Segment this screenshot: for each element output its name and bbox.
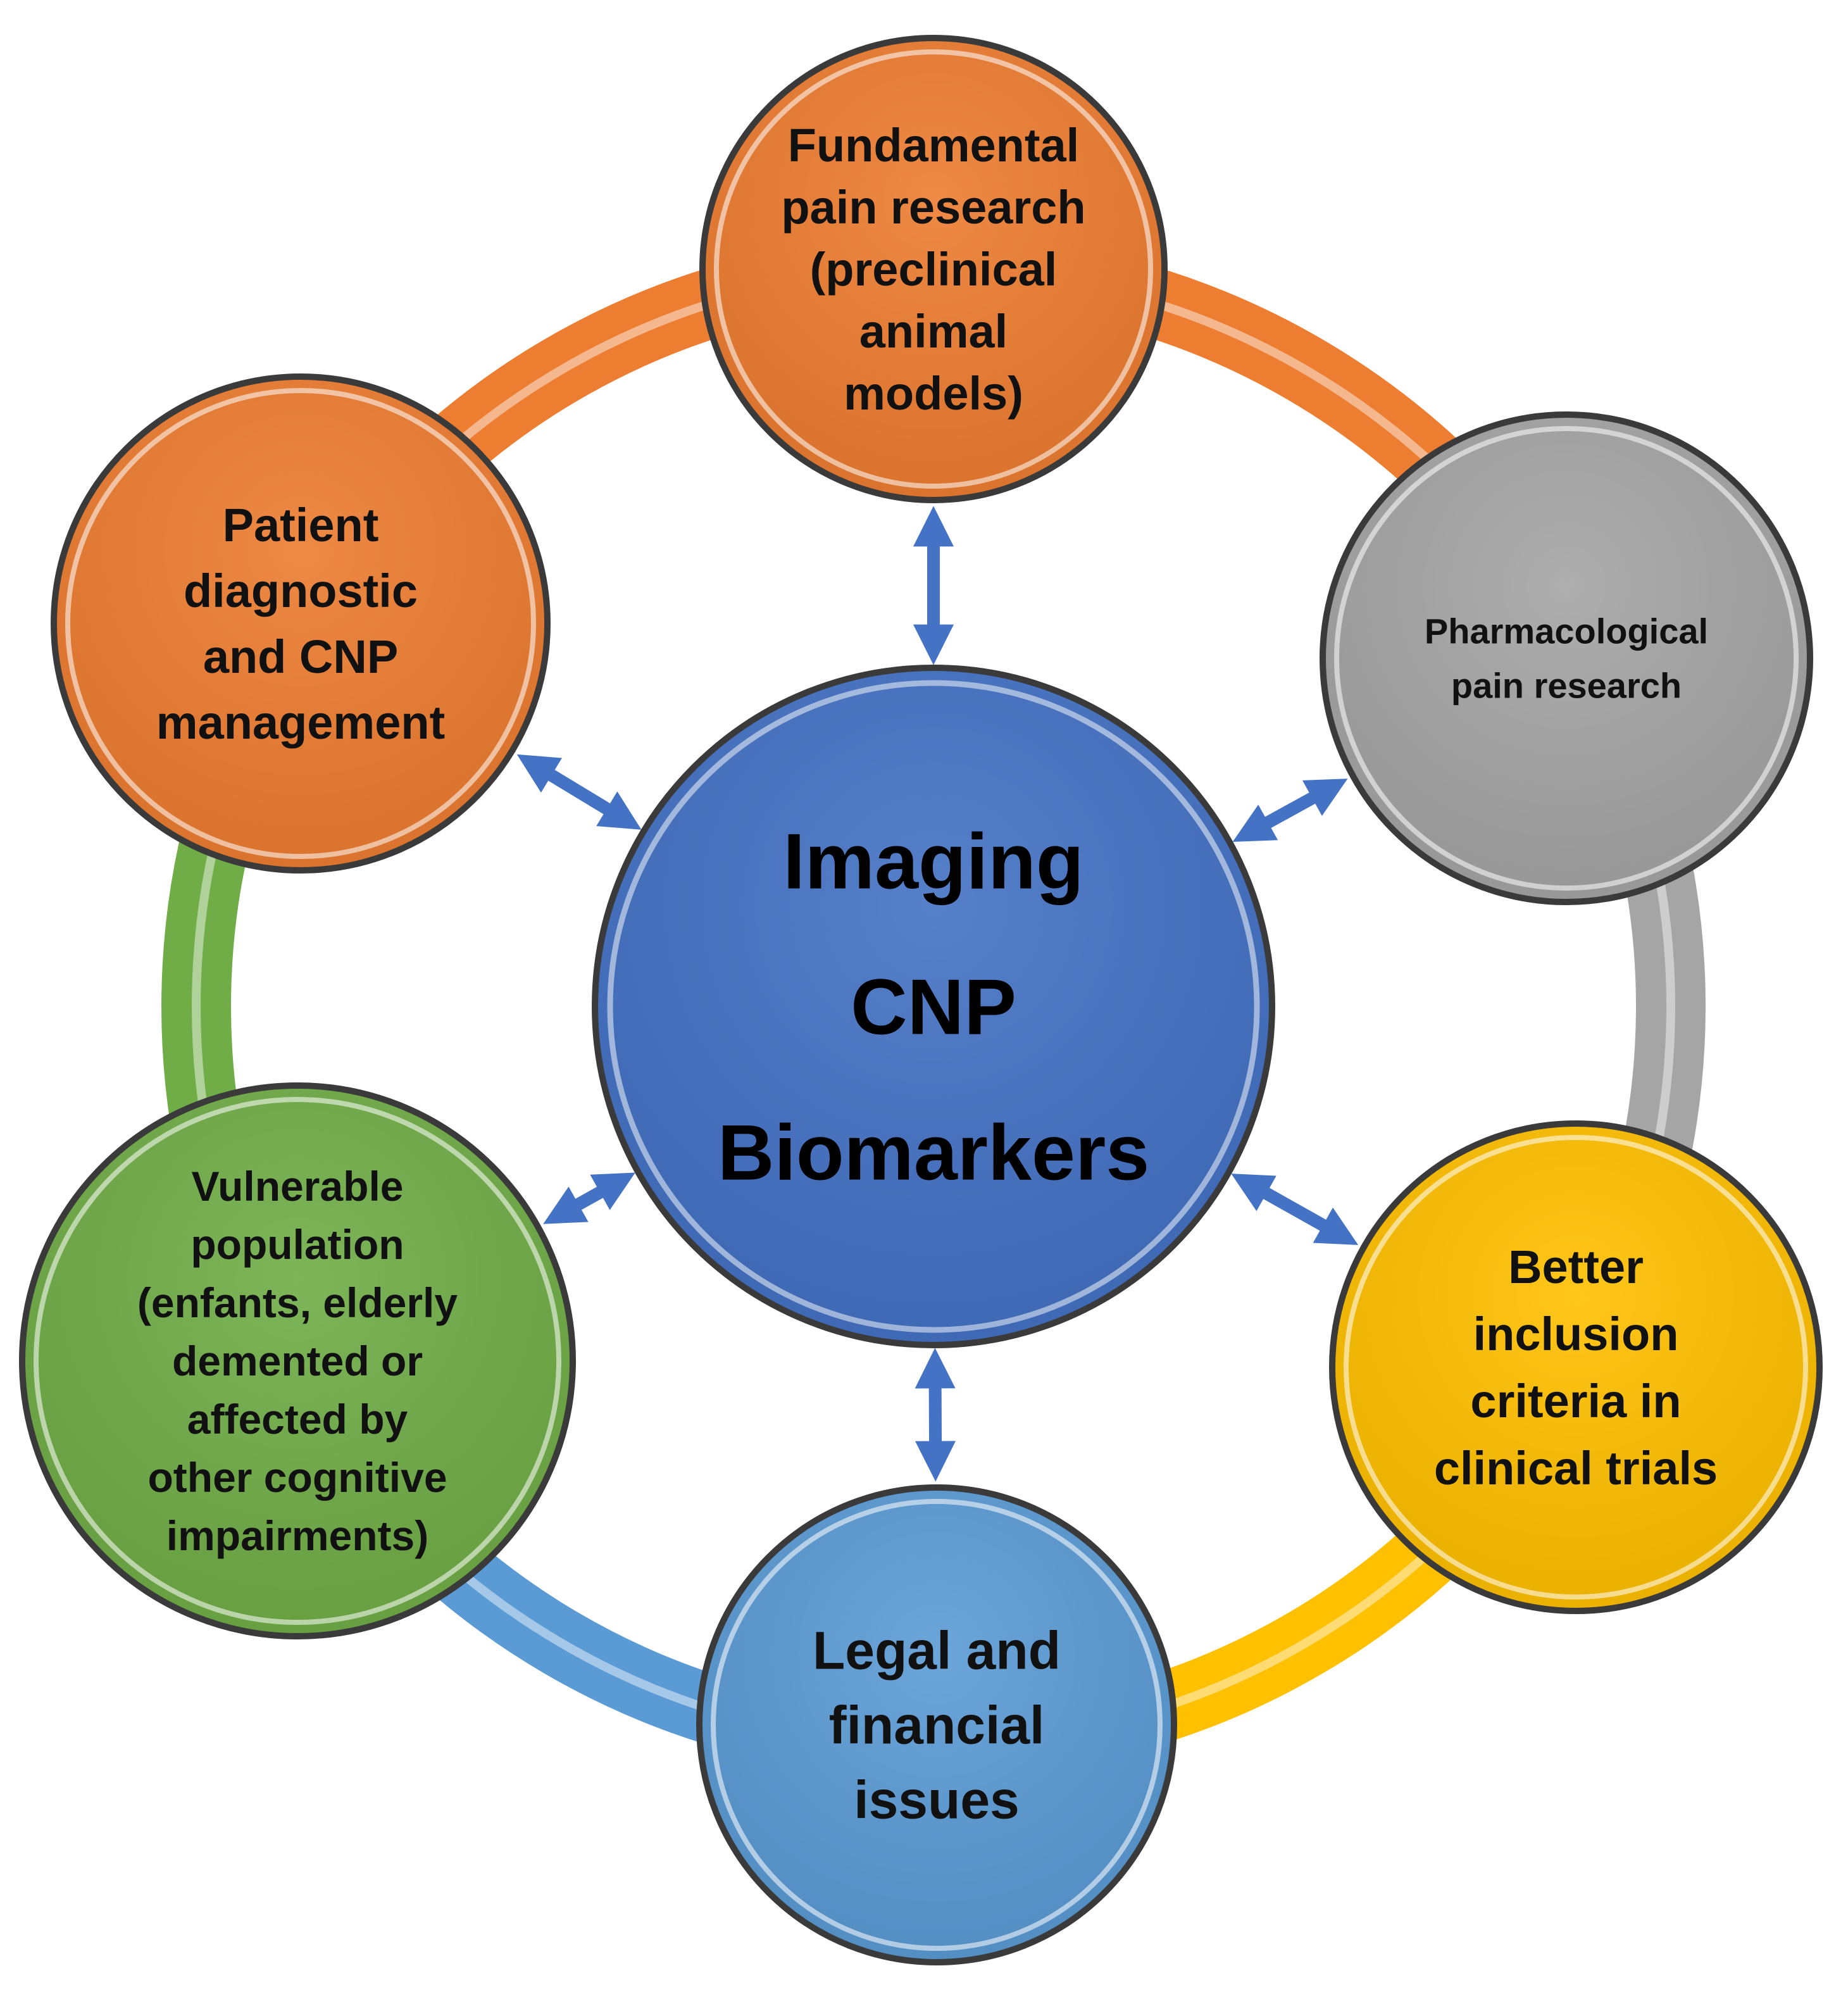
node-label-line: animal <box>859 305 1008 358</box>
node-inner-rim <box>34 1097 561 1625</box>
node-sheen <box>25 1089 570 1633</box>
node-inner-rim <box>714 49 1153 489</box>
center-label-line: CNP <box>851 963 1016 1051</box>
node-label-line: (enfants, elderly <box>137 1279 458 1326</box>
node-label-line: and CNP <box>203 630 398 683</box>
node-label-line: Patient <box>223 499 379 551</box>
node-inner-rim <box>1334 426 1799 891</box>
node-pharmacological: Pharmacological pain research <box>1320 411 1813 905</box>
node-label-line: demented or <box>172 1337 423 1384</box>
node-inner-rim <box>1344 1135 1808 1600</box>
node-sheen <box>706 41 1161 497</box>
node-sheen <box>702 1491 1171 1959</box>
node-sheen <box>57 380 544 867</box>
node-vulnerable: Vulnerable population (enfants, elderly dem… <box>19 1082 576 1639</box>
arrow-inclusion <box>1231 1174 1359 1245</box>
node-label-line: inclusion <box>1473 1308 1679 1360</box>
node-sheen <box>1335 1127 1816 1608</box>
node-label-line: other cognitive <box>147 1454 447 1501</box>
node-label-line: impairments) <box>166 1512 428 1559</box>
center-label-line: Biomarkers <box>718 1109 1149 1196</box>
outer-nodes: Fundamental pain research (preclinical anim… <box>19 35 1823 1965</box>
node-legal: Legal and financial issues <box>696 1484 1177 1965</box>
arrow-pharmacological <box>1232 779 1348 843</box>
node-fundamental: Fundamental pain research (preclinical anim… <box>699 35 1168 503</box>
node-label-line: population <box>190 1221 404 1268</box>
node-label-line: affected by <box>187 1396 408 1443</box>
node-inner-rim <box>65 388 536 859</box>
node-label-line: Vulnerable <box>192 1163 404 1210</box>
node-label-line: management <box>156 696 445 749</box>
node-sheen <box>1326 418 1807 899</box>
node-label-line: issues <box>854 1770 1020 1829</box>
node-patient: Patient diagnostic and CNP management <box>51 373 551 874</box>
connector-arrows <box>516 506 1359 1482</box>
node-label-line: models) <box>844 367 1023 420</box>
node-label-line: (preclinical <box>810 243 1058 296</box>
node-label-line: financial <box>829 1695 1045 1755</box>
center-inner-rim <box>607 680 1260 1333</box>
node-label-line: criteria in <box>1470 1375 1681 1427</box>
node-label-line: diagnostic <box>184 565 418 617</box>
node-label-line: clinical trials <box>1434 1442 1718 1494</box>
center-sheen <box>598 671 1269 1342</box>
arrow-patient <box>516 754 642 830</box>
node-inclusion: Better inclusion criteria in clinical trial… <box>1329 1120 1823 1614</box>
node-label-line: pain research <box>781 181 1085 234</box>
node-label-line: Better <box>1508 1241 1644 1293</box>
center-label-line: Imaging <box>783 818 1083 905</box>
node-label-line: pain research <box>1451 666 1682 706</box>
node-label-line: Fundamental <box>788 119 1079 172</box>
node-label-line: Legal and <box>813 1620 1061 1680</box>
arrow-vulnerable <box>543 1172 635 1224</box>
node-inner-rim <box>711 1499 1163 1951</box>
node-label-line: Pharmacological <box>1425 611 1708 651</box>
